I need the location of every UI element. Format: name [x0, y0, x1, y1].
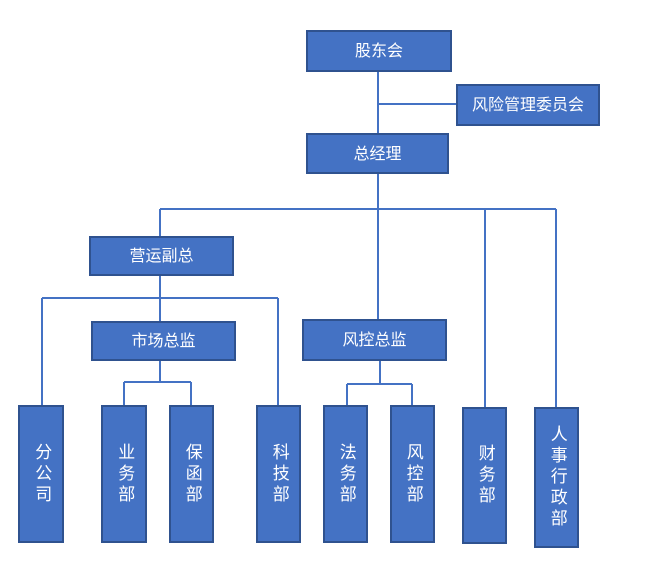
- node-shareholders: 股东会: [306, 30, 452, 72]
- node-risk-committee: 风险管理委员会: [456, 84, 600, 126]
- node-finance: 财务部: [462, 407, 507, 544]
- node-guarantee: 保函部: [169, 405, 214, 543]
- node-tech: 科技部: [256, 405, 301, 543]
- node-branch: 分公司: [18, 405, 64, 543]
- node-market-director: 市场总监: [91, 321, 236, 361]
- node-hr-admin: 人事行政部: [534, 407, 579, 548]
- node-ops-vp: 营运副总: [89, 236, 234, 276]
- node-risk-control: 风控部: [390, 405, 435, 543]
- node-general-manager: 总经理: [306, 133, 449, 174]
- node-business: 业务部: [101, 405, 147, 543]
- node-legal: 法务部: [323, 405, 368, 543]
- node-risk-director: 风控总监: [302, 319, 447, 361]
